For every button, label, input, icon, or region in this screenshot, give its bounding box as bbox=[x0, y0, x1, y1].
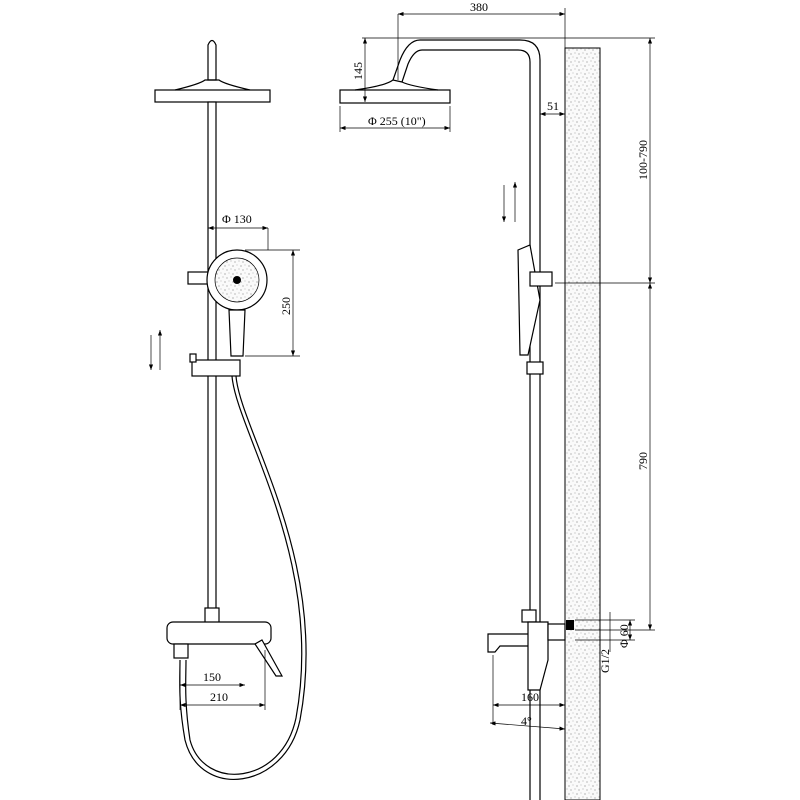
side-view: 380 145 Φ 255 (10") 51 100-790 790 Φ 60 … bbox=[339, 0, 655, 800]
wall bbox=[564, 47, 601, 800]
dim-wall-gap: 51 bbox=[547, 99, 559, 113]
hand-shower-side bbox=[517, 244, 541, 356]
top-cap bbox=[207, 39, 217, 81]
spout bbox=[487, 633, 531, 653]
front-view: Φ 130 250 150 210 bbox=[148, 39, 307, 780]
dim-thread: G1/2 bbox=[598, 649, 612, 673]
mixer-lever bbox=[254, 639, 284, 677]
dim-head-diameter: Φ 255 (10") bbox=[368, 114, 426, 128]
hose bbox=[179, 375, 307, 780]
dim-hand-diameter: Φ 130 bbox=[222, 212, 252, 226]
pipe-fitting bbox=[566, 620, 574, 630]
dim-hand-length: 250 bbox=[279, 297, 293, 315]
dim-mixer-width: 210 bbox=[210, 690, 228, 704]
dim-spout-projection: 160 bbox=[521, 690, 539, 704]
riser-pole bbox=[207, 101, 217, 613]
rain-head-side bbox=[339, 89, 451, 104]
outlet-nut bbox=[173, 643, 189, 659]
hand-shower-handle bbox=[228, 309, 246, 357]
mixer-side bbox=[527, 621, 549, 691]
dim-spout-angle: 4° bbox=[521, 714, 532, 728]
mixer-body bbox=[166, 621, 272, 645]
dim-mixer-center: 150 bbox=[203, 670, 221, 684]
dim-arm-length: 380 bbox=[470, 0, 488, 14]
slider-bracket bbox=[191, 359, 241, 377]
dim-rail-height: 790 bbox=[636, 452, 650, 470]
shower-arm bbox=[392, 39, 541, 800]
dim-flange-diameter: Φ 60 bbox=[617, 624, 631, 648]
dim-head-height: 145 bbox=[351, 62, 365, 80]
diverter-knob bbox=[187, 271, 209, 285]
dim-adjust-range: 100-790 bbox=[636, 140, 650, 180]
rain-head-front bbox=[154, 89, 271, 103]
